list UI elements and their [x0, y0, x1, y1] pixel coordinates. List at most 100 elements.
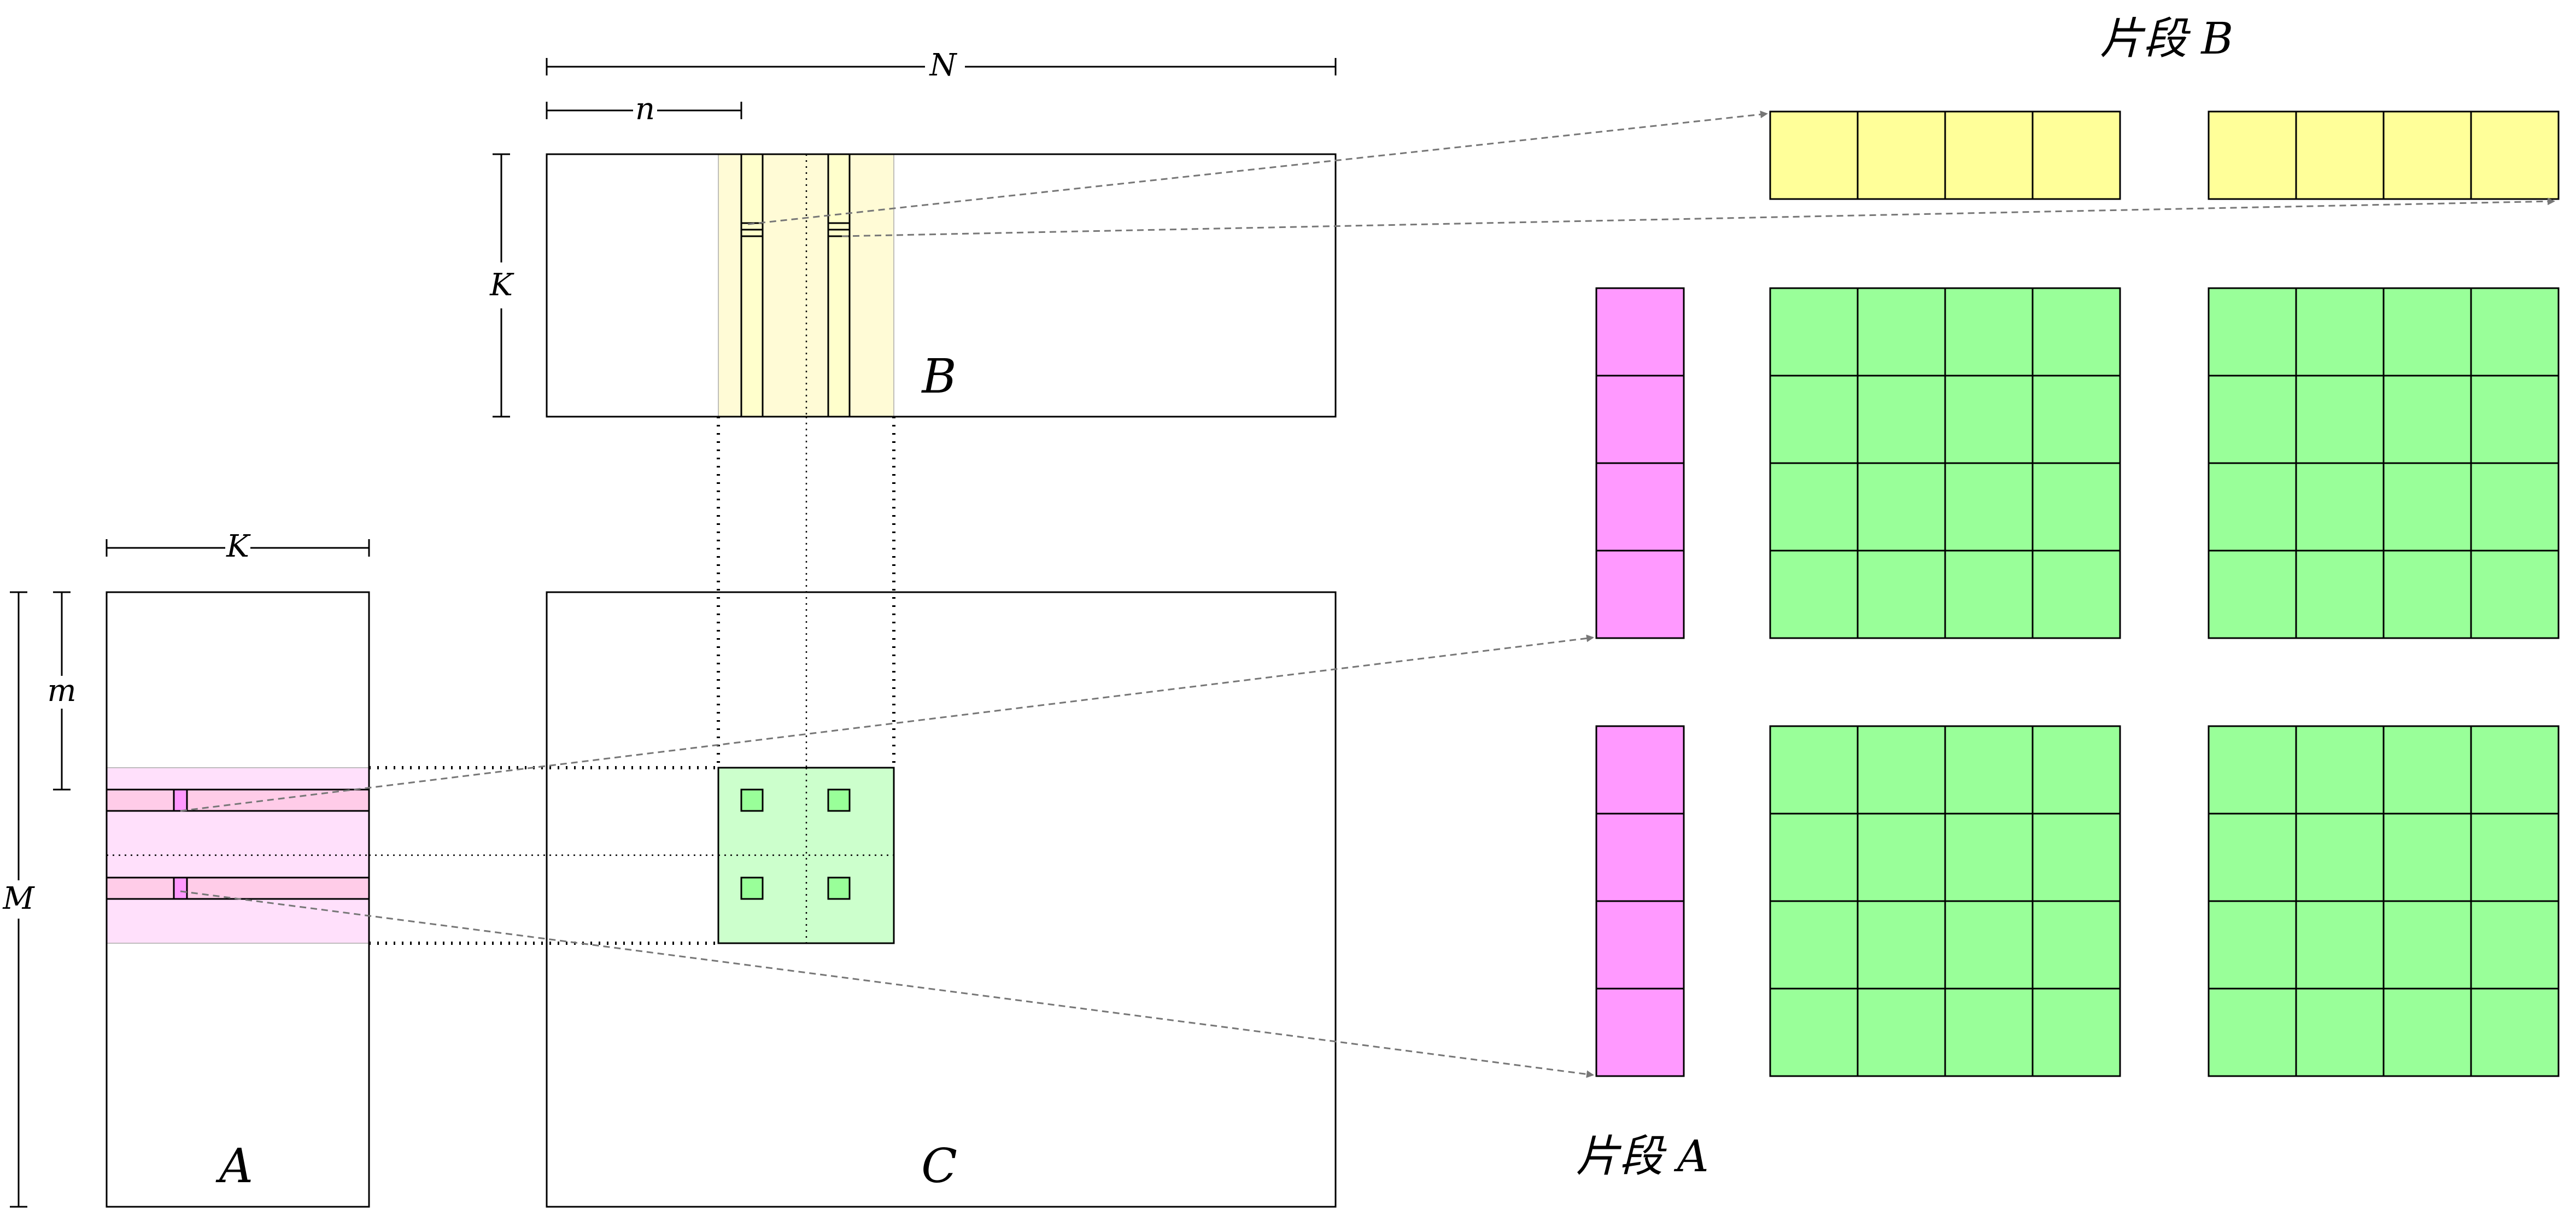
- accumulator-cell: [1769, 725, 1859, 815]
- accumulator-cell: [2382, 375, 2472, 464]
- accumulator-cell: [1769, 287, 1859, 377]
- accumulator-cell: [2470, 900, 2560, 990]
- accumulator-cell: [2031, 287, 2121, 377]
- accumulator-cell: [2031, 550, 2121, 639]
- accumulator-cell: [1944, 375, 2034, 464]
- arrow-to-fragment-b-1: [747, 110, 1768, 225]
- accumulator-cell: [1944, 550, 2034, 639]
- accumulator-cell: [1944, 725, 2034, 815]
- accumulator-cell: [1769, 462, 1859, 552]
- accumulator-cell: [2382, 287, 2472, 377]
- accumulator-cell: [1769, 988, 1859, 1077]
- arrow-to-fragment-a-2: [180, 890, 1594, 1078]
- accumulator-cell: [2208, 813, 2297, 902]
- a-fragment-mark-2: [173, 877, 188, 900]
- accumulator-cell: [1769, 375, 1859, 464]
- accumulator-cell: [2382, 813, 2472, 902]
- accumulator-cell: [1857, 375, 1946, 464]
- accumulator-cell: [1857, 287, 1946, 377]
- accumulator-cell: [2208, 462, 2297, 552]
- fragment-arrows: [180, 110, 2555, 1078]
- accumulator-cell: [2382, 900, 2472, 990]
- accumulator-cell: [2295, 813, 2385, 902]
- accumulator-cell: [2470, 725, 2560, 815]
- b-strip-1: [740, 153, 764, 418]
- matrix-c-label: C: [921, 1139, 957, 1194]
- c-fragment-1: [740, 788, 764, 812]
- accumulator-cell: [2382, 550, 2472, 639]
- c-fragment-3: [740, 877, 764, 900]
- accumulator-cell: [2470, 287, 2560, 377]
- accumulator-cell: [2208, 550, 2297, 639]
- accumulator-cell: [2208, 725, 2297, 815]
- fragment-b-2: [2208, 110, 2560, 200]
- c-fragment-4: [827, 877, 851, 900]
- accumulator-cell: [2031, 988, 2121, 1077]
- accumulator-cell: [2031, 375, 2121, 464]
- accumulator-cell: [2295, 462, 2385, 552]
- accumulator-cell: [2470, 375, 2560, 464]
- accumulator-cell: [2031, 813, 2121, 902]
- accumulator-cell: [2295, 287, 2385, 377]
- accumulator-cell: [1769, 900, 1859, 990]
- accumulator-cell: [1944, 988, 2034, 1077]
- accumulator-cell: [2295, 375, 2385, 464]
- fragment-a-2: [1595, 725, 1685, 1077]
- accumulator-cell: [2295, 725, 2385, 815]
- accumulator-fragment-2: [2208, 287, 2560, 639]
- fragment-a-1: [1595, 287, 1685, 639]
- dim-K-left-label: K: [226, 529, 251, 564]
- b-strip-2: [827, 153, 851, 418]
- accumulator-cell: [1857, 462, 1946, 552]
- matrix-b-border: [546, 153, 1337, 418]
- fragment-b-group: 片段 B: [1769, 13, 2560, 200]
- accumulator-cell: [2470, 813, 2560, 902]
- dim-K-top-label: K: [489, 267, 514, 303]
- accumulator-cell: [2295, 900, 2385, 990]
- accumulator-cell: [1769, 550, 1859, 639]
- dimension-k-a: K: [106, 529, 370, 564]
- matrix-a: A: [106, 591, 370, 1208]
- accumulator-cell: [2208, 375, 2297, 464]
- arrow-to-fragment-b-2: [841, 197, 2555, 237]
- accumulator-cell: [1944, 813, 2034, 902]
- accumulator-fragment-1: [1769, 287, 2121, 639]
- dim-n-label: n: [635, 91, 655, 127]
- matrix-a-border: [106, 591, 370, 1208]
- accumulator-cell: [1857, 988, 1946, 1077]
- accumulator-cell: [1944, 900, 2034, 990]
- a-fragment-mark-1: [173, 788, 188, 812]
- matrix-a-label: A: [215, 1139, 253, 1194]
- accumulator-cell: [2208, 900, 2297, 990]
- dim-m-label: m: [47, 673, 76, 709]
- accumulator-cell: [2295, 550, 2385, 639]
- fragment-a-group: 片段 A: [1576, 287, 1709, 1182]
- accumulator-cell: [2208, 988, 2297, 1077]
- accumulator-cell: [1857, 900, 1946, 990]
- accumulator-fragment-4: [2208, 725, 2560, 1077]
- fragment-a-label: 片段 A: [1576, 1131, 1708, 1182]
- projection-lines: [369, 417, 895, 945]
- accumulator-fragment-3: [1769, 725, 2121, 1077]
- accumulator-cell: [2382, 988, 2472, 1077]
- accumulator-cell: [2031, 900, 2121, 990]
- dimension-m-lower: m: [47, 591, 77, 791]
- dim-M-label: M: [2, 881, 35, 916]
- a-strip-1: [106, 788, 370, 812]
- a-strip-2: [106, 877, 370, 900]
- dimension-m-upper: M: [2, 591, 35, 1208]
- dimension-n-lower: n: [546, 91, 742, 127]
- dimension-k-b: K: [489, 153, 514, 418]
- c-fragment-2: [827, 788, 851, 812]
- accumulator-cell: [1857, 725, 1946, 815]
- matrix-c-border: [546, 591, 1337, 1208]
- accumulator-cell: [2470, 988, 2560, 1077]
- accumulator-cell: [2208, 287, 2297, 377]
- accumulator-cell: [1857, 550, 1946, 639]
- fragment-b-1: [1769, 110, 2121, 200]
- accumulator-cell: [2382, 725, 2472, 815]
- fragment-b-label: 片段 B: [2100, 13, 2233, 64]
- accumulator-cell: [2031, 725, 2121, 815]
- accumulator-cell: [2295, 988, 2385, 1077]
